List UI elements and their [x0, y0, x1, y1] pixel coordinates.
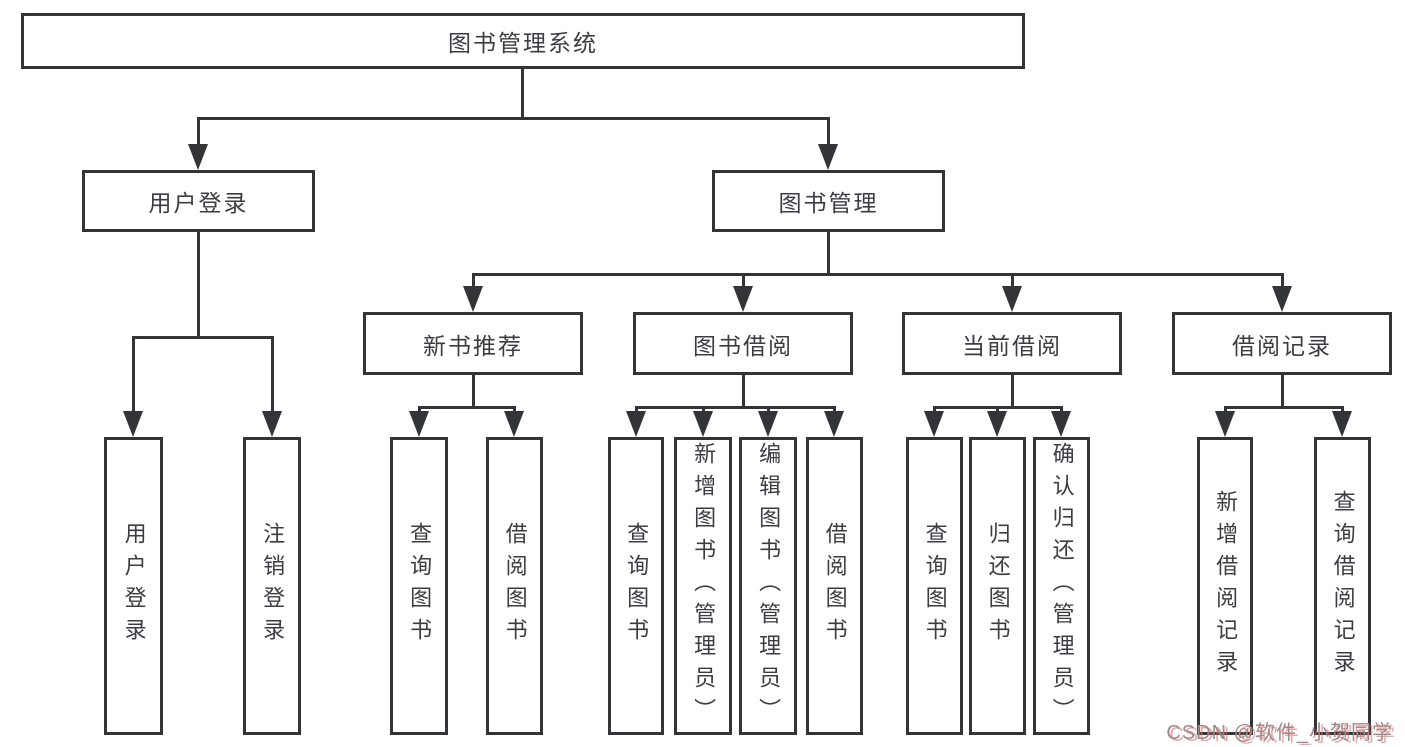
leaf-label: 用户登录 — [121, 522, 147, 650]
arrowhead-down — [463, 286, 483, 312]
leaf-search-borrow-record: 查询借阅记录 — [1314, 437, 1371, 735]
connector-line — [702, 406, 705, 415]
node-user-login-branch: 用户登录 — [82, 170, 315, 232]
leaf-label: 注销登录 — [260, 522, 286, 650]
arrowhead-down — [504, 411, 524, 437]
connector-line — [996, 406, 999, 415]
connector-line — [635, 406, 835, 409]
connector-line — [132, 336, 135, 415]
leaf-label: 归还图书 — [985, 522, 1011, 650]
leaf-label: 借阅图书 — [502, 522, 528, 650]
arrowhead-down — [733, 286, 753, 312]
arrowhead-down — [758, 411, 778, 437]
connector-line — [1011, 273, 1014, 290]
connector-line — [197, 232, 200, 339]
leaf-logout: 注销登录 — [243, 437, 301, 735]
leaf-label: 确认归还（管理员） — [1049, 442, 1075, 730]
node-new-book-recommendation: 新书推荐 — [363, 312, 583, 375]
connector-line — [197, 117, 200, 150]
leaf-return-books: 归还图书 — [969, 437, 1026, 735]
leaf-label: 新增借阅记录 — [1213, 490, 1239, 682]
leaf-label: 编辑图书（管理员） — [756, 442, 782, 730]
leaf-label: 新增图书（管理员） — [691, 442, 717, 730]
arrowhead-down — [818, 144, 838, 170]
arrowhead-down — [1051, 411, 1071, 437]
connector-line — [418, 406, 421, 415]
connector-line — [767, 406, 770, 415]
connector-line — [472, 273, 475, 290]
arrowhead-down — [188, 144, 208, 170]
leaf-borrow-books-borrowing: 借阅图书 — [806, 437, 863, 735]
node-current-borrowing: 当前借阅 — [902, 312, 1122, 375]
node-label: 借阅记录 — [1232, 332, 1332, 359]
leaf-user-login: 用户登录 — [104, 437, 163, 735]
connector-line — [742, 375, 745, 409]
node-label: 图书借阅 — [693, 332, 793, 359]
arrowhead-down — [123, 411, 143, 437]
node-borrowing-records: 借阅记录 — [1172, 312, 1392, 375]
csdn-watermark: CSDN @软件_小贺同学 — [1166, 722, 1393, 744]
arrowhead-down — [924, 411, 944, 437]
leaf-confirm-return-admin: 确认归还（管理员） — [1033, 437, 1090, 735]
connector-line — [271, 336, 274, 415]
connector-line — [933, 406, 936, 415]
connector-line — [1060, 406, 1063, 415]
leaf-label: 查询图书 — [407, 522, 433, 650]
leaf-label: 查询图书 — [624, 522, 650, 650]
connector-line — [472, 273, 1284, 276]
leaf-edit-book-admin: 编辑图书（管理员） — [739, 437, 797, 735]
node-label: 图书管理 — [778, 190, 879, 216]
arrowhead-down — [409, 411, 429, 437]
connector-line — [742, 273, 745, 290]
connector-line — [472, 375, 475, 409]
connector-line — [197, 117, 830, 120]
connector-line — [1281, 375, 1284, 409]
connector-line — [1341, 406, 1344, 415]
connector-line — [827, 117, 830, 150]
connector-line — [513, 406, 516, 415]
arrowhead-down — [262, 411, 282, 437]
node-root: 图书管理系统 — [21, 13, 1025, 69]
arrowhead-down — [1272, 286, 1292, 312]
connector-line — [833, 406, 836, 415]
arrowhead-down — [693, 411, 713, 437]
node-label: 新书推荐 — [423, 332, 523, 359]
arrowhead-down — [1332, 411, 1352, 437]
node-root-label: 图书管理系统 — [448, 30, 598, 56]
leaf-label: 查询图书 — [922, 522, 948, 650]
leaf-search-books-current: 查询图书 — [906, 437, 963, 735]
node-label: 当前借阅 — [962, 332, 1062, 359]
node-book-management-branch: 图书管理 — [712, 170, 945, 232]
connector-line — [635, 406, 638, 415]
node-label: 用户登录 — [148, 190, 249, 216]
leaf-borrow-books-recommend: 借阅图书 — [486, 437, 543, 735]
leaf-label: 查询借阅记录 — [1330, 490, 1356, 682]
leaf-search-books-borrowing: 查询图书 — [608, 437, 664, 735]
connector-line — [827, 232, 830, 276]
arrowhead-down — [824, 411, 844, 437]
connector-line — [132, 336, 274, 339]
leaf-label: 借阅图书 — [822, 522, 848, 650]
arrowhead-down — [987, 411, 1007, 437]
arrowhead-down — [1002, 286, 1022, 312]
connector-line — [1281, 273, 1284, 290]
node-book-borrowing: 图书借阅 — [633, 312, 853, 375]
arrowhead-down — [1215, 411, 1235, 437]
leaf-search-books-recommend: 查询图书 — [390, 437, 448, 735]
leaf-add-borrow-record: 新增借阅记录 — [1197, 437, 1253, 735]
arrowhead-down — [626, 411, 646, 437]
connector-line — [1011, 375, 1014, 409]
connector-line — [418, 406, 516, 409]
connector-line — [521, 69, 524, 120]
leaf-add-book-admin: 新增图书（管理员） — [674, 437, 732, 735]
connector-line — [1224, 406, 1227, 415]
connector-line — [1224, 406, 1344, 409]
